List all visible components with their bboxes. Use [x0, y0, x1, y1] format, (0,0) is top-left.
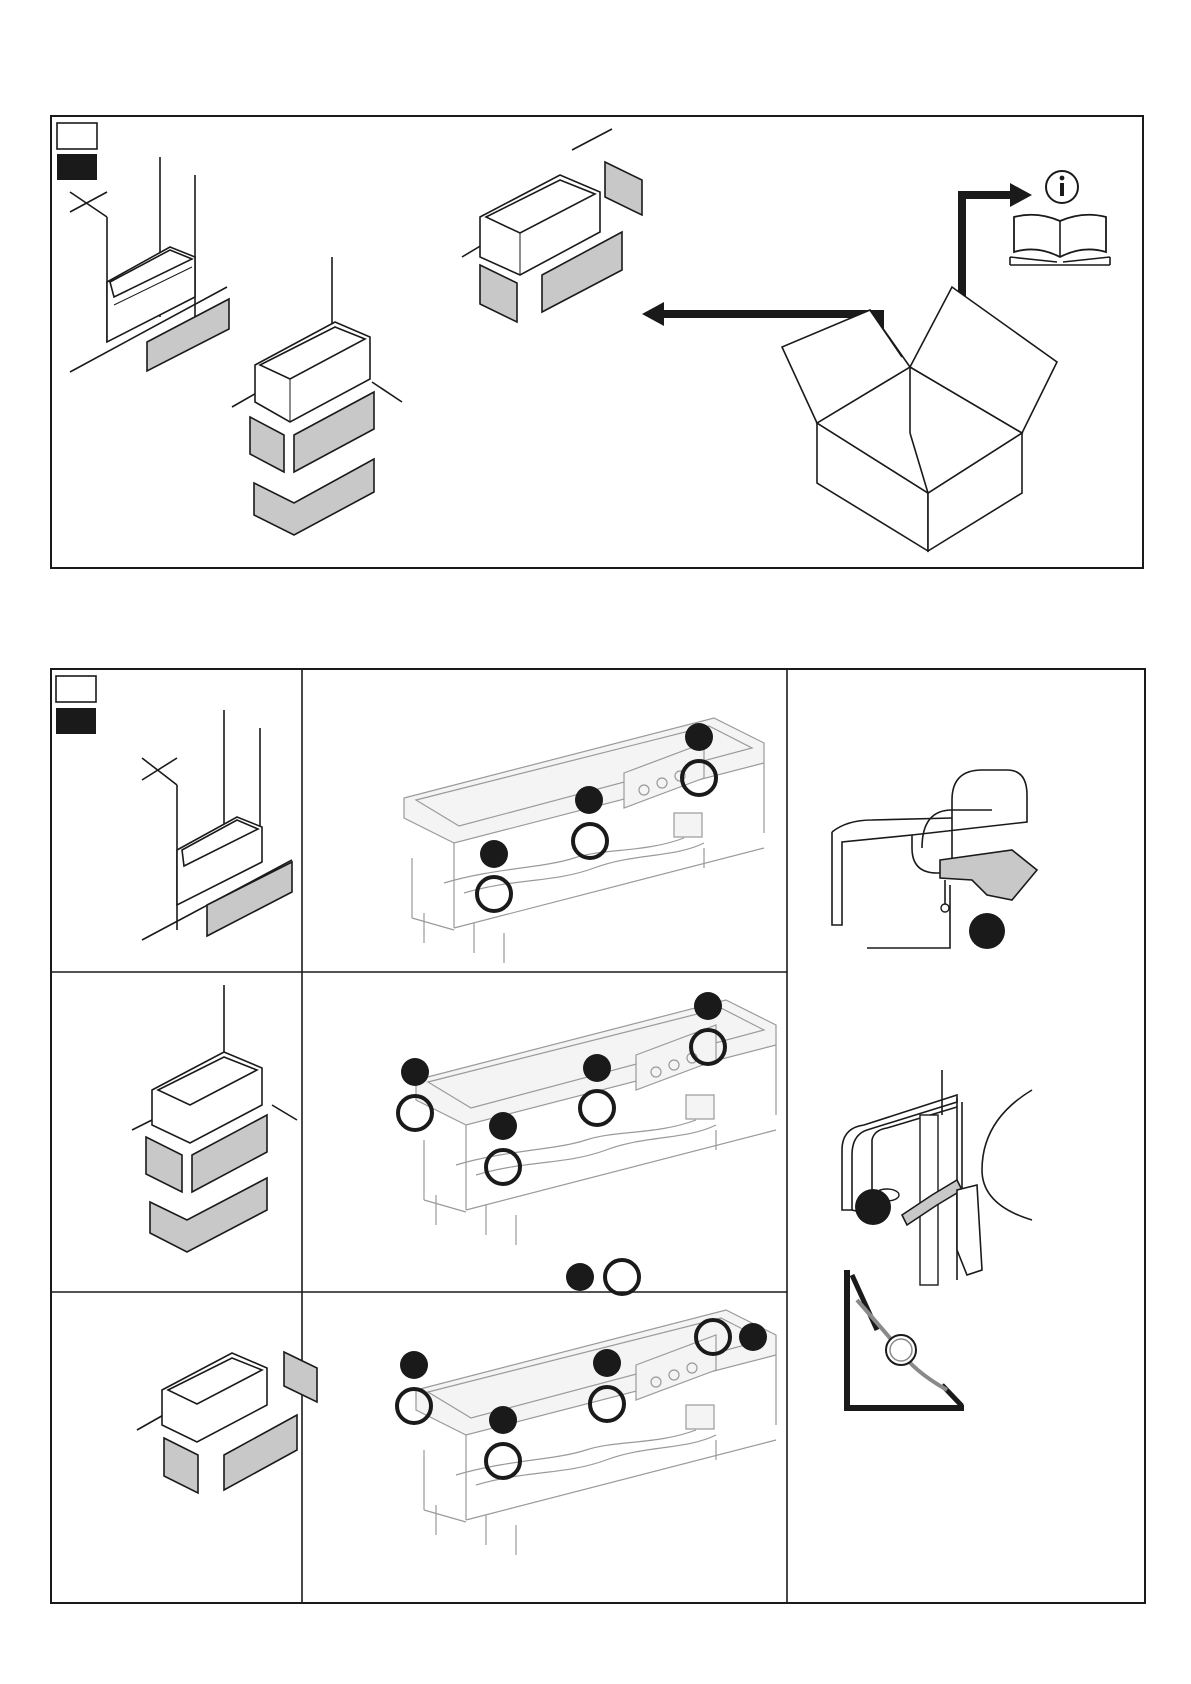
- unpacking-figure: [50, 115, 1144, 569]
- row1-variant-alcove: [142, 710, 292, 940]
- callout-dot-detail2: [855, 1189, 891, 1225]
- panel-clip-illustration: [52, 670, 1144, 1602]
- row1-tub-frame: [404, 718, 764, 963]
- unpacking-illustration: [52, 117, 1142, 567]
- row2-variant-corner: [132, 985, 297, 1252]
- variant-free-three-panels: [462, 129, 642, 322]
- variant-corner-two-panels: [232, 257, 402, 535]
- open-book-icon: [1010, 215, 1110, 265]
- legend-black-swatch: [56, 708, 96, 734]
- row3-variant-free: [137, 1352, 317, 1493]
- info-icon: [1046, 171, 1078, 203]
- callout-dot-detail1: [969, 913, 1005, 949]
- panel-clip-figure: [50, 668, 1146, 1604]
- legend-white-swatch: [57, 123, 97, 149]
- detail-corner-bracket: [847, 1270, 964, 1408]
- detail-screw-clip: [832, 770, 1037, 949]
- legend-white-swatch: [56, 676, 96, 702]
- open-cardboard-box-icon: [782, 287, 1057, 551]
- detail-leg-clip: [842, 1070, 1032, 1285]
- row3-tub-frame: [416, 1310, 776, 1555]
- legend-black-swatch: [57, 154, 97, 180]
- variant-alcove-front-panel: [70, 157, 229, 372]
